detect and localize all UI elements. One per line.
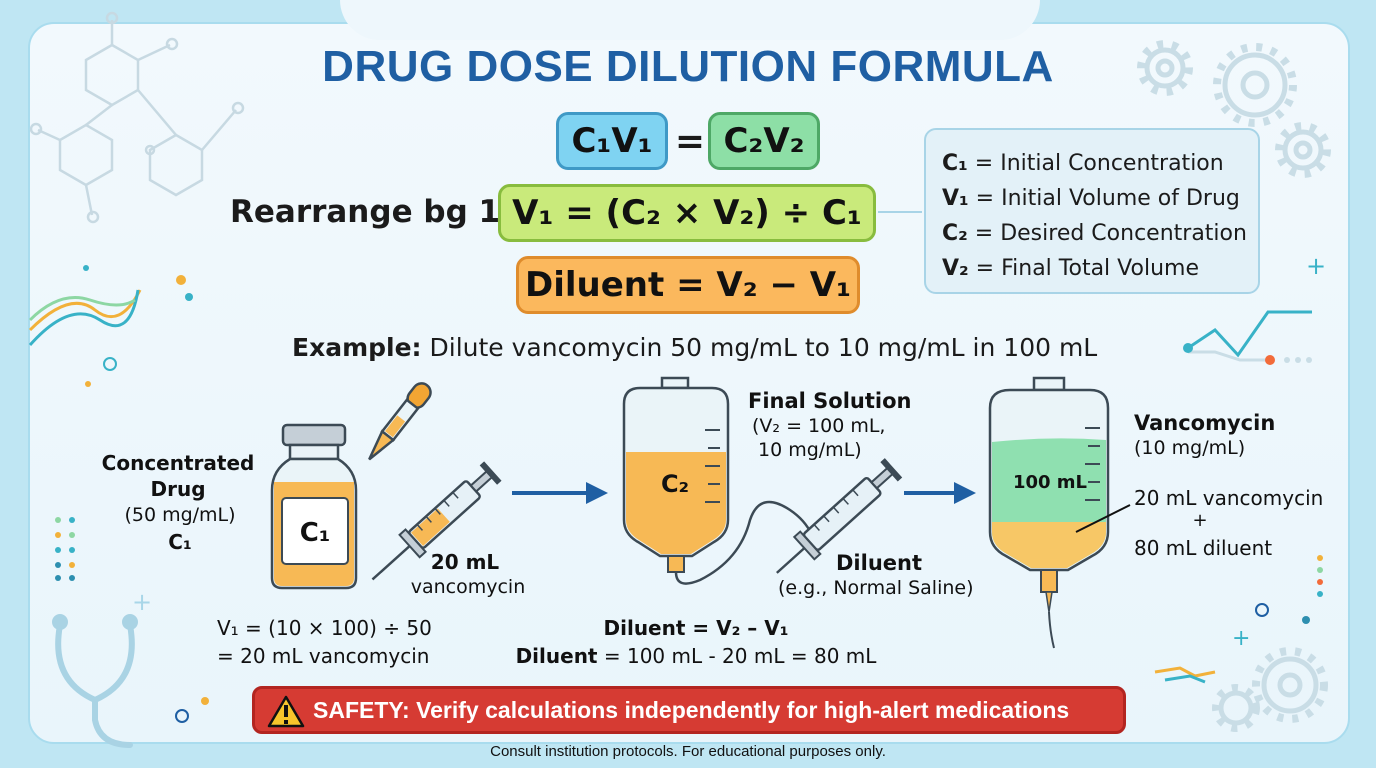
example-label: Example:	[292, 333, 422, 362]
v1-calc-line1: V₁ = (10 × 100) ÷ 50	[217, 616, 432, 640]
vial-concentration: (50 mg/mL)	[124, 504, 236, 526]
stethoscope-icon	[52, 614, 138, 748]
legend-symbol: C₁	[942, 151, 968, 176]
legend-symbol: C₂	[942, 221, 968, 246]
safety-banner: SAFETY: Verify calculations independentl…	[252, 686, 1126, 734]
rearrange-label: Rearrange bg 1:	[230, 194, 513, 230]
diluent-example: (e.g., Normal Saline)	[778, 577, 974, 599]
mix-vancomycin: 20 mL vancomycin	[1134, 486, 1324, 510]
final-solution-line1: (V₂ = 100 mL,	[752, 415, 886, 437]
molecule-icon	[29, 11, 245, 224]
trend-line-icon	[28, 289, 142, 346]
legend-text: = Initial Concentration	[967, 151, 1224, 176]
vial-symbol: C₁	[168, 530, 192, 554]
formula-c2v2-box: C₂V₂	[708, 112, 820, 170]
example-statement: Example: Dilute vancomycin 50 mg/mL to 1…	[292, 333, 1097, 362]
legend-item: C₁ = Initial Concentration	[942, 146, 1258, 181]
formula-v1-box: V₁ = (C₂ × V₂) ÷ C₁	[498, 184, 876, 242]
syringe-illustration	[371, 461, 502, 581]
final-solution-line2: 10 mg/mL)	[758, 439, 862, 461]
legend-text: = Desired Concentration	[967, 221, 1247, 246]
variable-legend: C₁ = Initial Concentration V₁ = Initial …	[924, 128, 1260, 294]
vial-title: Concentrated Drug	[92, 450, 264, 502]
legend-text: = Initial Volume of Drug	[968, 186, 1240, 211]
warning-icon	[267, 695, 305, 728]
legend-item: C₂ = Desired Concentration	[942, 216, 1258, 251]
mix-plus: +	[1192, 510, 1208, 531]
arrow-right-icon	[904, 482, 976, 504]
diluent-calc-values: = 100 mL - 20 mL = 80 mL	[597, 644, 877, 668]
gear-icon	[1212, 647, 1328, 732]
legend-text: = Final Total Volume	[968, 256, 1199, 281]
bag-volume-label: 100 mL	[1012, 472, 1088, 493]
line-graph-icon	[1187, 310, 1312, 362]
syringe-drug: vancomycin	[410, 576, 526, 598]
header-tab	[340, 0, 1040, 40]
legend-symbol: V₂	[942, 256, 969, 281]
final-drug-title: Vancomycin	[1134, 411, 1276, 435]
vial-title-line1: Concentrated	[101, 451, 255, 475]
diluent-calculation: Diluent = V₂ – V₁ Diluent = 100 mL - 20 …	[506, 614, 886, 670]
example-text: Dilute vancomycin 50 mg/mL to 10 mg/mL i…	[421, 333, 1098, 362]
legend-symbol: V₁	[942, 186, 969, 211]
vial-label: C₁	[299, 518, 331, 548]
svg-text:+: +	[1232, 626, 1250, 651]
footer-disclaimer: Consult institution protocols. For educa…	[490, 743, 886, 760]
dropper-illustration	[368, 382, 432, 461]
iv-bag-illustration	[622, 376, 814, 585]
formula-c1v1-box: C₁V₁	[556, 112, 668, 170]
dot-grid-icon	[55, 517, 75, 581]
legend-item: V₁ = Initial Volume of Drug	[942, 181, 1258, 216]
iv-bag-illustration	[988, 376, 1131, 649]
syringe-amount: 20 mL	[430, 550, 500, 574]
diluent-calc-line2: Diluent = 100 mL - 20 mL = 80 mL	[506, 642, 886, 670]
svg-text:+: +	[1306, 252, 1326, 280]
gear-icon	[1137, 40, 1331, 178]
diluent-title: Diluent	[836, 551, 923, 575]
arrow-right-icon	[512, 482, 608, 504]
final-solution-detail: (V₂ = 100 mL, 10 mg/mL)	[752, 414, 885, 462]
vial-illustration	[270, 423, 358, 590]
syringe-illustration	[775, 458, 903, 574]
mix-diluent: 80 mL diluent	[1134, 536, 1273, 560]
bag-label: C₂	[660, 470, 690, 498]
svg-text:+: +	[132, 588, 152, 616]
diluent-calc-label: Diluent	[515, 644, 598, 668]
v1-calc-line2: = 20 mL vancomycin	[217, 644, 430, 668]
page-title: DRUG DOSE DILUTION FORMULA	[322, 42, 1054, 91]
diluent-calc-line1: Diluent = V₂ – V₁	[603, 616, 789, 640]
vial-title-line2: Drug	[150, 477, 206, 501]
formula-diluent-box: Diluent = V₂ − V₁	[516, 256, 860, 314]
final-drug-concentration: (10 mg/mL)	[1134, 437, 1246, 459]
v1-calculation: V₁ = (10 × 100) ÷ 50 = 20 mL vancomycin	[217, 614, 432, 670]
legend-item: V₂ = Final Total Volume	[942, 251, 1258, 286]
safety-text: SAFETY: Verify calculations independentl…	[313, 696, 1070, 723]
final-solution-title: Final Solution	[748, 389, 912, 413]
formula-equals: =	[674, 120, 706, 162]
